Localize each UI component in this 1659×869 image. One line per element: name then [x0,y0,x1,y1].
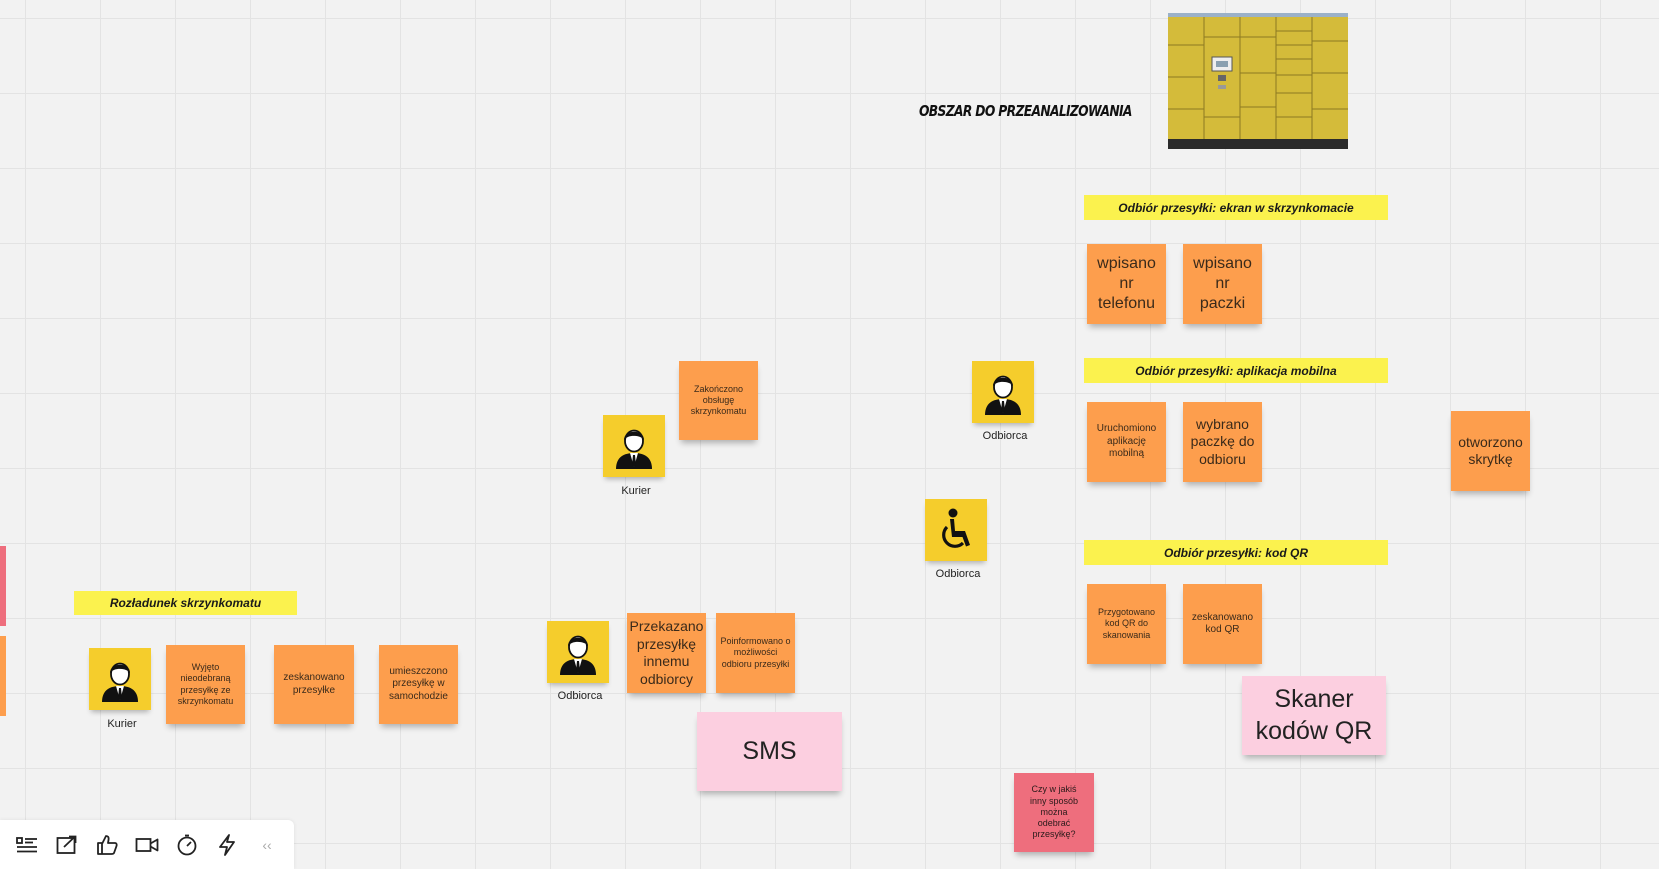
share-icon[interactable] [54,832,80,858]
bottom-toolbar: ‹‹ [0,820,294,869]
actor-label-odbiorca-mid: Odbiorca [557,690,603,702]
sticky-przekazano[interactable]: Przekazano przesyłkę innemu odbiorcy [627,613,706,693]
person-icon [102,662,138,702]
banner-rozladunek[interactable]: Rozładunek skrzynkomatu [74,591,297,615]
lightning-icon[interactable] [214,832,240,858]
sticky-wybrano[interactable]: wybrano paczkę do odbioru [1183,402,1262,482]
sticky-zakonczono[interactable]: Zakończono obsługę skrzynkomatu [679,361,758,440]
actor-label-odbiorca-top: Odbiorca [982,430,1028,442]
parcel-locker-image [1168,13,1348,149]
banner-odbior-kod-qr[interactable]: Odbiór przesyłki: kod QR [1084,540,1388,565]
offscreen-sticky-pink[interactable] [0,546,6,626]
banner-odbior-ekran[interactable]: Odbiór przesyłki: ekran w skrzynkomacie [1084,195,1388,220]
area-heading: OBSZAR DO PRZEANALIZOWANIA [919,102,1132,120]
sticky-wpisano-telefonu[interactable]: wpisano nr telefonu [1087,244,1166,324]
actor-kurier-mid[interactable] [603,415,665,477]
actor-label-kurier-left: Kurier [107,718,137,730]
video-icon[interactable] [134,832,160,858]
collapse-icon[interactable]: ‹‹ [262,836,272,853]
person-icon [560,635,596,675]
person-icon [985,375,1021,415]
banner-odbior-aplikacja[interactable]: Odbiór przesyłki: aplikacja mobilna [1084,358,1388,383]
timer-icon[interactable] [174,832,200,858]
wheelchair-icon [942,508,970,548]
actor-kurier-left[interactable] [89,648,151,710]
sticky-skaner-kodow-qr[interactable]: Skaner kodów QR [1242,676,1386,755]
actor-label-kurier-mid: Kurier [621,485,651,497]
actor-odbiorca-wheelchair[interactable] [925,499,987,561]
sticky-uruchomiono[interactable]: Uruchomiono aplikację mobilną [1087,402,1166,482]
sticky-zeskanowano-przesylke[interactable]: zeskanowano przesyłke [274,645,354,724]
sticky-wyjeto[interactable]: Wyjęto nieodebraną przesyłkę ze skrzynko… [166,645,245,724]
sticky-przygotowano[interactable]: Przygotowano kod QR do skanowania [1087,584,1166,664]
sticky-wpisano-paczki[interactable]: wpisano nr paczki [1183,244,1262,324]
sticky-umieszczono[interactable]: umieszczono przesyłkę w samochodzie [379,645,458,724]
actor-label-odbiorca-wheelchair: Odbiorca [935,568,981,580]
actor-odbiorca-top[interactable] [972,361,1034,423]
person-icon [616,429,652,469]
sticky-sms[interactable]: SMS [697,712,842,791]
sticky-otworzono[interactable]: otworzono skrytkę [1451,411,1530,491]
offscreen-sticky-orange[interactable] [0,636,6,716]
actor-odbiorca-mid[interactable] [547,621,609,683]
list-icon[interactable] [14,832,40,858]
sticky-pytanie[interactable]: Czy w jakiś inny sposób można odebrać pr… [1014,773,1094,852]
sticky-zeskanowano-kod[interactable]: zeskanowano kod QR [1183,584,1262,664]
thumbs-up-icon[interactable] [94,832,120,858]
sticky-poinformowano[interactable]: Poinformowano o możliwości odbioru przes… [716,613,795,693]
